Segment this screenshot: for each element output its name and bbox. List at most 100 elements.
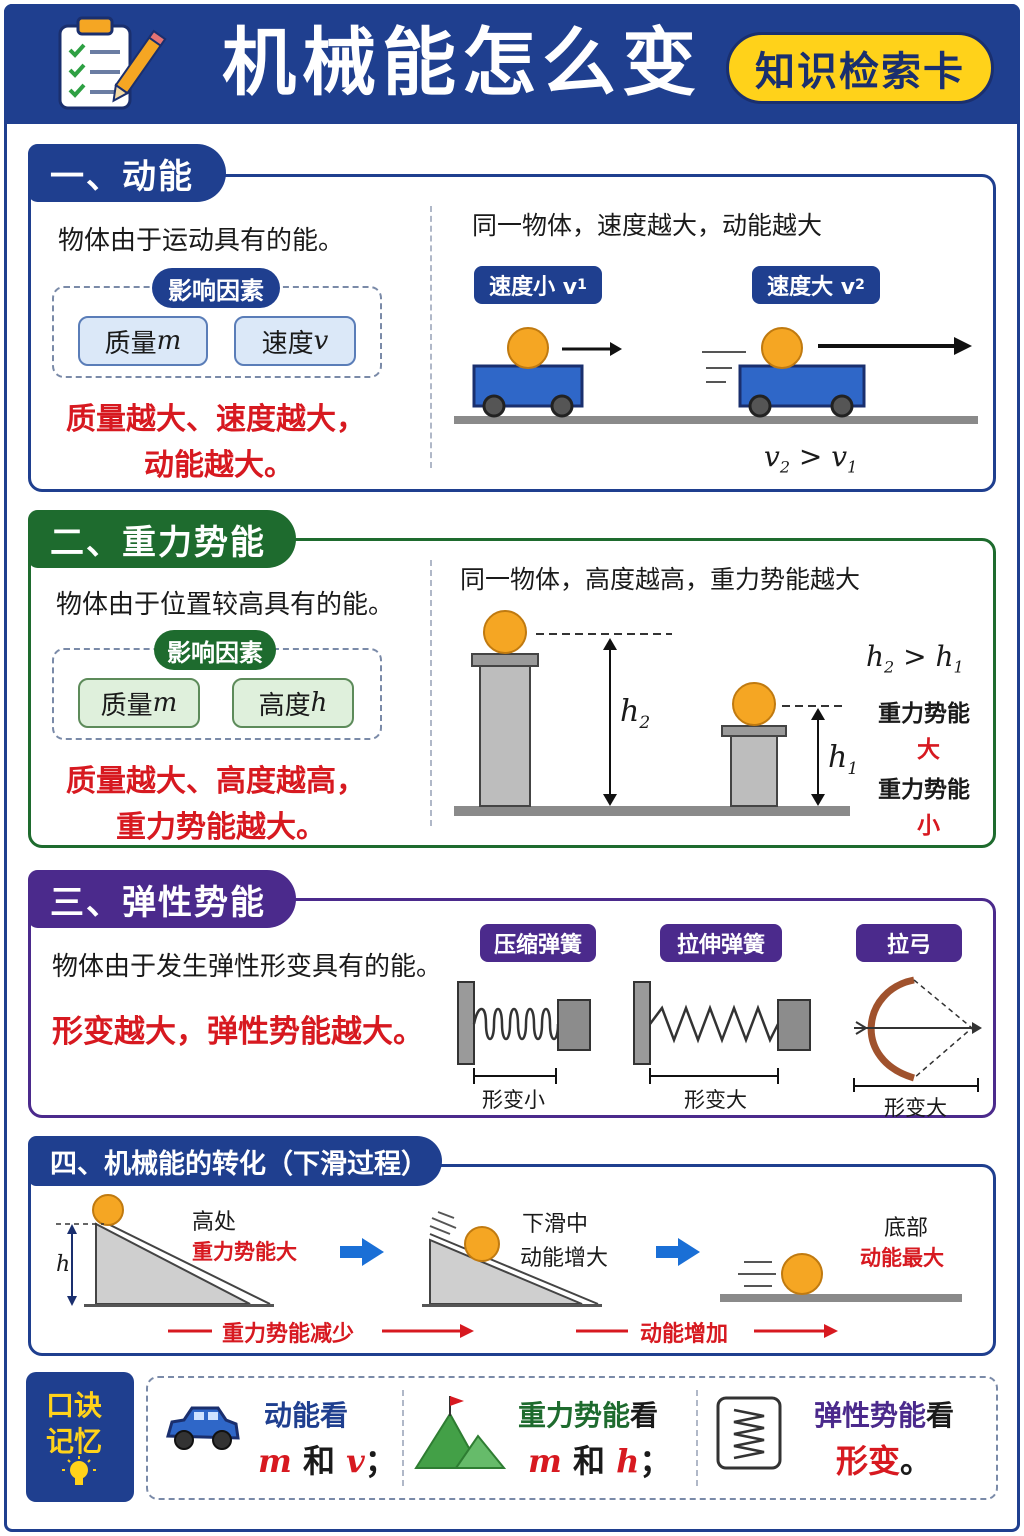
section-gpe-title: 二、重力势能 — [28, 510, 296, 568]
mnemonic-divider-1 — [402, 1390, 404, 1486]
mnemonic-item3-title: 弹性势能看 — [814, 1394, 954, 1434]
mnemonic-badge-line2: 记忆 — [46, 1425, 103, 1458]
section-conversion-panel — [28, 1164, 996, 1356]
title-badge: 知识检索卡 — [726, 32, 994, 104]
gpe-factor-mass-var: m — [152, 688, 178, 718]
stage1-red: 重力势能大 — [192, 1240, 297, 1264]
item3-end: 。 — [900, 1442, 933, 1480]
spring-box-icon — [716, 1396, 782, 1470]
ch2-symbol: h — [866, 640, 885, 673]
kinetic-conclusion-line1: 质量越大、速度越大， — [66, 402, 366, 437]
kinetic-conclusion-line2: 动能越大。 — [144, 448, 294, 483]
section-kinetic-title: 一、动能 — [28, 144, 226, 202]
lightbulb-icon — [62, 1456, 96, 1485]
v2-symbol: v — [764, 440, 780, 473]
elastic-conclusion: 形变越大，弹性势能越大。 — [52, 1014, 424, 1050]
h2-symbol: h — [620, 694, 640, 729]
gpe-conclusion-line2: 重力势能越大。 — [116, 810, 326, 845]
mnemonic-divider-2 — [696, 1390, 698, 1486]
pe-label-high: 重力势能 — [878, 701, 970, 727]
caption-bow: 形变大 — [884, 1096, 947, 1120]
slope-stage-mid — [422, 1211, 602, 1307]
arrow-label-pe-decrease: 重力势能减少 — [222, 1322, 355, 1347]
bow-drawing — [853, 976, 982, 1092]
kinetic-definition: 物体由于运动具有的能。 — [58, 226, 345, 256]
gpe-conclusion-line1: 质量越大、高度越高， — [66, 764, 366, 799]
page-title: 机械能怎么变 — [222, 20, 702, 106]
slow-cart-group — [472, 327, 622, 418]
gpe-divider — [430, 560, 432, 826]
mnemonic-badge-line1: 口诀 — [46, 1389, 103, 1422]
flow-arrow-1 — [340, 1238, 384, 1266]
item1-end: ； — [364, 1442, 397, 1480]
item2-title-tail: 看 — [630, 1399, 659, 1432]
item2-and: 和 — [561, 1442, 617, 1480]
item1-and: 和 — [291, 1442, 347, 1480]
factor-mass-var: m — [156, 326, 182, 356]
factor-speed-chip: 速度 v — [234, 316, 356, 366]
cart-diagram — [454, 327, 978, 424]
tag-fast-text: 速度大 v — [767, 275, 856, 300]
pillar-diagram — [454, 610, 850, 816]
h1-sub: 1 — [847, 759, 859, 779]
factor-speed-var: v — [313, 326, 329, 356]
slope-h-label: h — [56, 1252, 71, 1277]
arrow-label-ke-increase: 动能增加 — [640, 1322, 729, 1347]
ch1-symbol: h — [935, 640, 954, 673]
v2-sub: 2 — [779, 457, 791, 477]
ch2-sub: 2 — [884, 657, 895, 677]
factor-mass-chip: 质量 m — [78, 316, 208, 366]
h1-symbol: h — [828, 740, 848, 775]
tag-fast-sub: 2 — [855, 277, 865, 293]
h2-sub: 2 — [639, 713, 651, 733]
energy-flow-arrows — [168, 1324, 838, 1338]
item3-title-purple: 弹性势能 — [814, 1399, 927, 1432]
kinetic-divider — [430, 206, 432, 468]
elastic-definition: 物体由于发生弹性形变具有的能。 — [52, 952, 443, 982]
slope-stage-top — [56, 1194, 274, 1307]
pe-big: 大 — [917, 737, 940, 763]
h1-label: h1 — [828, 740, 858, 779]
pe-small: 小 — [917, 813, 940, 839]
v1-sub: 1 — [847, 457, 858, 477]
ch-gt: > — [894, 640, 936, 673]
stretched-spring — [633, 981, 811, 1084]
kinetic-factors-label: 影响因素 — [152, 268, 280, 308]
tag-slow-sub: 1 — [577, 277, 587, 293]
stage3-title: 底部 — [884, 1216, 929, 1241]
item2-title-green: 重力势能 — [518, 1399, 631, 1432]
v-gt: > — [790, 440, 832, 473]
pe-label-low: 重力势能 — [878, 777, 970, 803]
item2-end: ； — [639, 1442, 672, 1480]
mnemonic-box — [146, 1376, 998, 1500]
ch1-sub: 1 — [953, 657, 964, 677]
mountain-flag-icon — [414, 1396, 507, 1469]
slope-diagram — [56, 1194, 962, 1307]
gpe-factor-height-label: 高度 — [258, 690, 311, 721]
compressed-spring — [457, 981, 591, 1084]
height-comparison: h2 > h1 — [866, 640, 964, 677]
caption-stretch: 形变大 — [684, 1088, 747, 1112]
stage2-title: 下滑中 — [522, 1212, 589, 1237]
factor-speed-label: 速度 — [261, 328, 314, 359]
item1-v: v — [346, 1442, 365, 1480]
stage3-red: 动能最大 — [860, 1246, 944, 1270]
item2-h: h — [616, 1442, 640, 1480]
tag-bow: 拉弓 — [856, 924, 962, 962]
mnemonic-item1-title: 动能看 — [264, 1399, 349, 1432]
tag-compress: 压缩弹簧 — [480, 924, 596, 962]
item3-title-tail: 看 — [926, 1399, 955, 1432]
gpe-factor-height-var: h — [310, 688, 328, 718]
slope-stage-bottom — [720, 1253, 962, 1302]
flow-arrow-2 — [656, 1238, 700, 1266]
gpe-caption: 同一物体，高度越高，重力势能越大 — [460, 565, 861, 594]
spring-diagram — [457, 976, 982, 1092]
fast-cart-group — [702, 327, 972, 418]
kinetic-caption: 同一物体，速度越大，动能越大 — [472, 211, 823, 240]
stage1-title: 高处 — [192, 1210, 237, 1235]
velocity-comparison: v2 > v1 — [764, 440, 857, 477]
gpe-factors-label: 影响因素 — [154, 630, 276, 670]
mnemonic-item1-formula: m 和 v； — [258, 1436, 397, 1482]
